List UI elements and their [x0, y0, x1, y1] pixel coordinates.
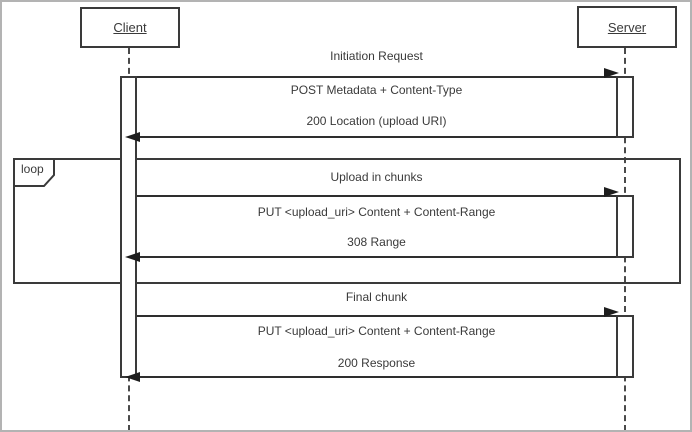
- request-arrowhead-chunk: [604, 187, 619, 197]
- server-activation-bar-chunk: [616, 195, 634, 258]
- request-arrowhead-initiation: [604, 68, 619, 78]
- interaction-title: Upload in chunks: [330, 170, 423, 184]
- loop-fragment: loop: [13, 158, 681, 284]
- response-arrowhead-initiation: [125, 132, 140, 142]
- interaction-title: Initiation Request: [330, 49, 423, 63]
- actor-client-label: Client: [113, 20, 147, 35]
- loop-tab-shape: [13, 158, 55, 187]
- message-box-final-chunk: [137, 315, 616, 378]
- loop-tab-label: loop: [21, 162, 44, 176]
- server-activation-bar-final: [616, 315, 634, 378]
- interaction-title: Final chunk: [345, 290, 408, 304]
- message-box-initiation: [137, 76, 616, 138]
- message-box-chunk-upload: [137, 195, 616, 258]
- actor-server-label: Server: [607, 19, 647, 35]
- client-activation-bar: [120, 76, 137, 378]
- request-message-label: POST Metadata + Content-Type: [290, 83, 463, 97]
- response-message-label: 200 Location (upload URI): [306, 114, 447, 128]
- response-arrowhead-final: [125, 372, 140, 382]
- actor-server-box: Server: [577, 6, 677, 48]
- response-message-label: 308 Range: [347, 235, 406, 249]
- server-activation-bar-initiation: [616, 76, 634, 138]
- response-message-label: 200 Response: [337, 356, 416, 370]
- response-arrowhead-chunk: [125, 252, 140, 262]
- request-arrowhead-final: [604, 307, 619, 317]
- request-message-label: PUT <upload_uri> Content + Content-Range: [257, 324, 496, 338]
- request-message-label: PUT <upload_uri> Content + Content-Range: [257, 205, 496, 219]
- actor-client-box: Client: [80, 7, 180, 48]
